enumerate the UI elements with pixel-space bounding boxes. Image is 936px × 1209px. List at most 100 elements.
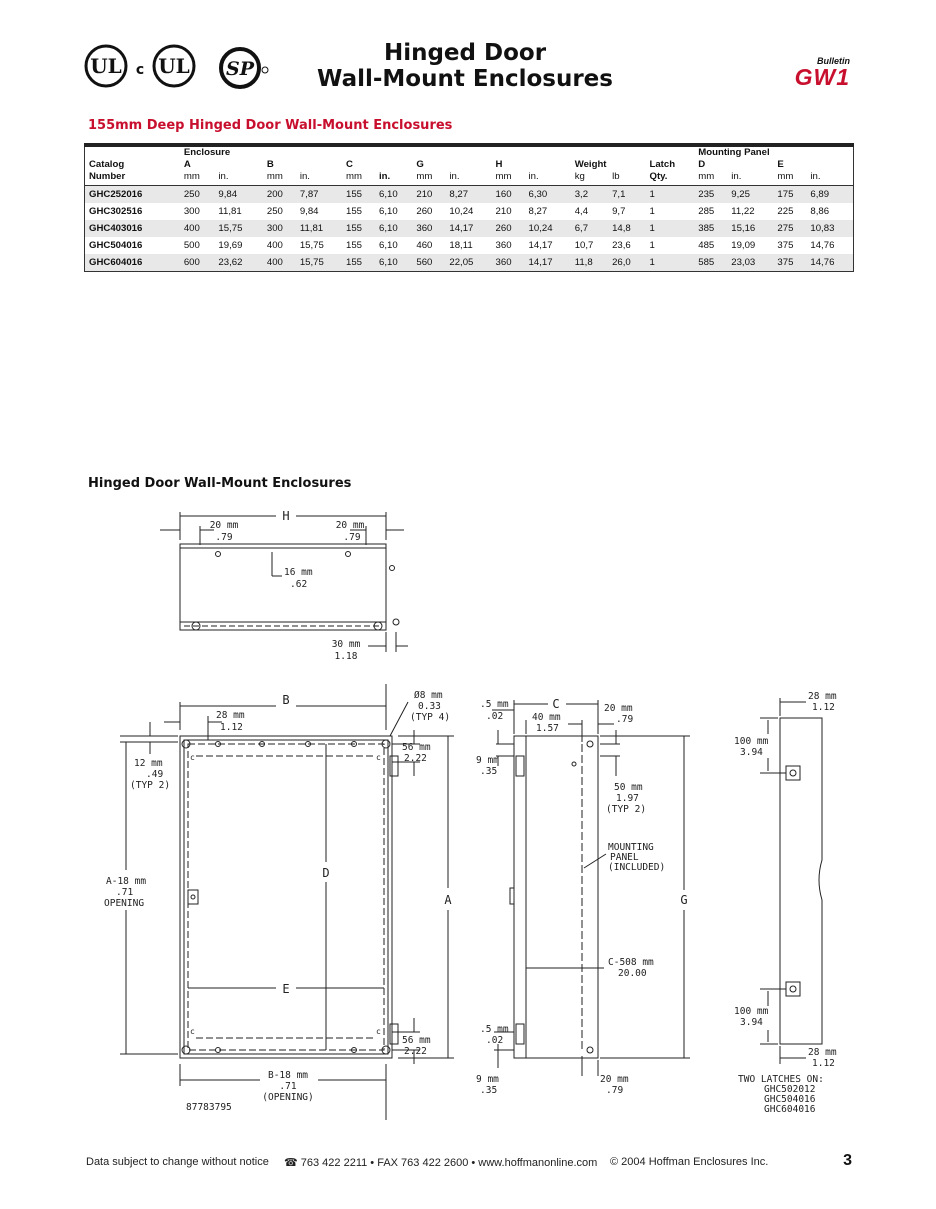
dim-112-latch: 1.12: [812, 702, 835, 713]
table-cell: 19,69: [218, 240, 243, 251]
table-cell: 9,84: [299, 206, 319, 217]
dim-222-bottom: 2.22: [404, 1046, 427, 1057]
th-unit: lb: [608, 171, 646, 186]
bulletin-label: Bulletin: [817, 56, 850, 66]
table-cell: 8,86: [810, 206, 830, 217]
th-unit: mm: [694, 171, 728, 186]
dim-112-latch-b: 1.12: [812, 1058, 835, 1069]
table-cell: 400: [262, 254, 296, 272]
table-cell: 11,81: [295, 220, 343, 237]
catalog-number-cell: GHC302516: [89, 206, 143, 217]
latch-model-1: GHC502012: [764, 1084, 815, 1095]
front-view: [120, 684, 454, 1120]
dim-100mm-latch-b: 100 mm: [734, 1006, 769, 1017]
dim-8mm-hole: Ø8 mm: [414, 690, 443, 701]
table-cell: 7,1: [608, 185, 646, 203]
dim-g: G: [680, 893, 687, 907]
th-unit: in.: [445, 171, 492, 186]
th-unit: mm: [491, 171, 525, 186]
table-cell: 210: [412, 185, 446, 203]
footer-contact-text: 763 422 2211 • FAX 763 422 2600 • www.ho…: [300, 1157, 598, 1169]
table-cell: 385: [694, 220, 728, 237]
table-cell: 6,7: [570, 220, 609, 237]
table-cell: 10,83: [806, 220, 854, 237]
th-latch: Latch: [649, 159, 676, 170]
table-cell: 155: [342, 220, 375, 237]
table-cell: 3,2: [570, 185, 609, 203]
telephone-icon: ☎: [284, 1157, 298, 1169]
svg-text:SP: SP: [226, 58, 255, 80]
table-cell: 9,25: [727, 185, 774, 203]
dim-79-side: .79: [616, 714, 633, 725]
dim-20mm-side: 20 mm: [604, 703, 633, 714]
table-cell: 155: [346, 206, 363, 217]
table-cell: 10,24: [449, 206, 474, 217]
table-cell: 14,17: [528, 240, 553, 251]
table-cell: 375: [773, 254, 807, 272]
dim-79-left: .79: [215, 532, 232, 543]
table-cell: 1: [649, 240, 655, 251]
dim-h: H: [282, 509, 289, 523]
dim-b18mm: B-18 mm: [268, 1070, 308, 1081]
dim-71-b: .71: [279, 1081, 296, 1092]
dim-c: C: [552, 697, 559, 711]
table-cell: 200: [262, 185, 296, 203]
dim-71: .71: [116, 887, 133, 898]
dim-20mm-left: 20 mm: [210, 520, 239, 531]
drawing-code: 87783795: [186, 1102, 232, 1113]
table-cell: 22,05: [445, 254, 492, 272]
table-cell: 1: [645, 185, 695, 203]
table-cell: 250: [266, 206, 283, 217]
mounting-panel-label-2: PANEL: [610, 852, 639, 863]
enclosure-drawing: H 20 mm .79 20 mm .79 16 mm .62 30 mm 1.…: [104, 509, 837, 1120]
mounting-panel-label-3: (INCLUDED): [608, 862, 665, 873]
dim-35-side: .35: [480, 766, 497, 777]
dim-118: 1.18: [335, 651, 358, 662]
table-cell: 15,75: [299, 240, 324, 251]
side-view: [492, 700, 690, 1076]
diagram-title: Hinged Door Wall-Mount Enclosures: [88, 476, 352, 491]
footer-contact: ☎ 763 422 2211 • FAX 763 422 2600 • www.…: [284, 1156, 597, 1169]
dim-30mm: 30 mm: [332, 639, 361, 650]
table-cell: 285: [698, 206, 715, 217]
dim-35-side-b: .35: [480, 1085, 497, 1096]
dim-79-right: .79: [343, 532, 360, 543]
table-cell: 260: [491, 220, 525, 237]
dim-20mm-side-b: 20 mm: [600, 1074, 629, 1085]
dim-9mm-side-b: 9 mm: [476, 1074, 499, 1085]
table-cell: 9,84: [214, 185, 263, 203]
dim-a: A: [444, 893, 452, 907]
dim-5mm-side-b: .5 mm: [480, 1024, 509, 1035]
dim-a18mm: A-18 mm: [106, 876, 146, 887]
th-unit: in.: [806, 171, 854, 186]
table-cell: 26,0: [608, 254, 646, 272]
dim-28mm-latch-b: 28 mm: [808, 1047, 837, 1058]
top-view: [160, 512, 408, 652]
table-cell: 6,10: [379, 206, 398, 217]
table-cell: 460: [416, 240, 433, 251]
catalog-number-cell: GHC403016: [84, 220, 180, 237]
table-cell: 400: [266, 240, 283, 251]
dim-50mm: 50 mm: [614, 782, 643, 793]
th-h: H: [495, 159, 503, 170]
table-cell: 400: [179, 220, 215, 237]
th-b: B: [266, 159, 274, 170]
dim-b: B: [282, 693, 289, 707]
table-cell: 260: [416, 206, 433, 217]
corner-c: c: [190, 753, 195, 762]
table-cell: 300: [183, 206, 200, 217]
ul-listed-mark: UL: [84, 44, 128, 88]
th-unit: in.: [727, 171, 774, 186]
table-cell: 14,17: [445, 220, 492, 237]
corner-c: c: [376, 753, 381, 762]
table-title: 155mm Deep Hinged Door Wall-Mount Enclos…: [88, 118, 453, 133]
th-unit: in.: [295, 171, 343, 186]
catalog-number-cell: GHC604016: [84, 254, 180, 272]
dim-394-latch: 3.94: [740, 747, 763, 758]
table-cell: 15,75: [295, 254, 343, 272]
